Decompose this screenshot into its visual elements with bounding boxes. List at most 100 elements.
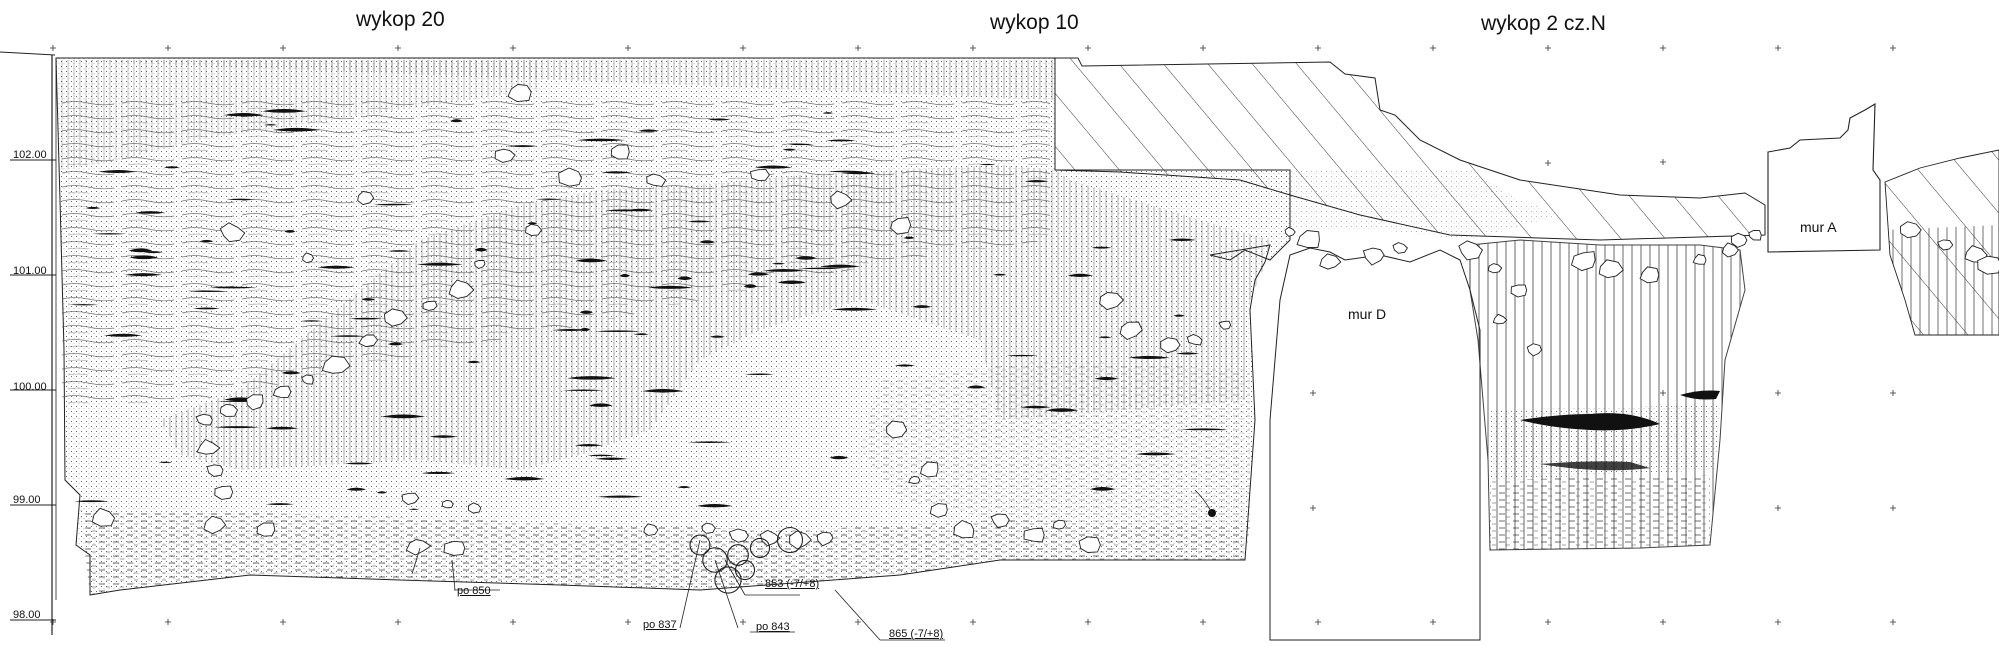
dark-lens: [589, 403, 613, 408]
stones: [91, 84, 1999, 594]
grid-cross: [50, 45, 56, 51]
dark-lens: [408, 508, 420, 510]
dark-lens: [619, 273, 631, 278]
stone: [1392, 242, 1408, 254]
stone: [1570, 251, 1596, 272]
stone: [1721, 242, 1739, 258]
stone: [830, 190, 853, 210]
dark-lens: [527, 222, 538, 225]
stone: [443, 540, 466, 556]
dark-lens: [1168, 238, 1196, 242]
dark-lens: [129, 255, 159, 260]
stone: [422, 300, 438, 311]
elevation-label: 100.00: [13, 381, 47, 393]
dark-lens: [361, 298, 376, 301]
grid-cross: [1890, 45, 1896, 51]
stone: [1023, 527, 1045, 543]
stone: [646, 173, 667, 187]
dark-lens: [284, 229, 296, 233]
sherd-circle: [714, 566, 742, 594]
stone: [1899, 221, 1922, 239]
stone: [383, 308, 408, 327]
dark-lens: [787, 143, 814, 146]
dark-lens: [696, 503, 733, 508]
dark-lens: [777, 280, 806, 285]
dark-lens: [450, 119, 463, 123]
stone: [990, 513, 1010, 528]
sherd-circle: [689, 534, 711, 556]
dark-lens: [262, 108, 306, 113]
stone: [816, 531, 834, 547]
grid-cross: [510, 619, 516, 625]
stone: [405, 539, 432, 556]
dark-lens: [124, 273, 163, 277]
dark-lens: [380, 414, 426, 419]
stone: [219, 222, 246, 243]
dark-lens: [771, 262, 786, 265]
stone: [789, 530, 812, 550]
grid-cross: [1085, 619, 1091, 625]
dark-lens: [687, 220, 712, 223]
grid-cross: [740, 619, 746, 625]
dark-lens: [574, 443, 603, 447]
stone: [448, 279, 475, 299]
dark-lens: [1091, 246, 1112, 249]
grid-cross: [1890, 619, 1896, 625]
grid-cross: [1775, 619, 1781, 625]
dark-lens: [642, 388, 684, 393]
grid-cross: [1660, 619, 1666, 625]
stone: [1748, 230, 1762, 241]
dark-lens: [300, 320, 323, 322]
dark-lens: [504, 476, 545, 481]
dark-lens: [265, 426, 299, 430]
dark-lens: [602, 171, 632, 174]
dark-lenses: [70, 108, 1229, 510]
dark-lens: [579, 327, 591, 332]
sherd-circle: [749, 537, 771, 559]
dark-lens: [349, 317, 382, 320]
stone: [203, 515, 227, 535]
stone: [272, 385, 292, 399]
stone: [643, 523, 659, 536]
grid-cross: [1315, 619, 1321, 625]
label-mur-d: mur D: [1348, 306, 1387, 322]
stone: [301, 374, 314, 385]
dark-lens: [829, 455, 849, 460]
stone: [929, 503, 948, 518]
stone: [1362, 247, 1385, 266]
dark-lens: [744, 373, 775, 375]
dark-lens: [687, 441, 732, 443]
dark-lens: [743, 284, 758, 289]
stone: [321, 355, 351, 374]
dark-lens: [1089, 487, 1116, 491]
label-po-850: po 850: [457, 585, 491, 597]
stone: [1639, 266, 1660, 284]
grid-cross: [1775, 390, 1781, 396]
dark-lens: [92, 233, 127, 235]
dark-lens: [429, 435, 458, 438]
dark-lens: [563, 389, 604, 391]
stone: [1119, 321, 1143, 341]
dark-lens: [754, 165, 793, 169]
small-find: [1194, 489, 1216, 517]
dark-lens: [98, 169, 137, 174]
dark-lens: [1006, 354, 1039, 357]
dark-lens: [747, 272, 770, 276]
grid-cross: [1315, 45, 1321, 51]
grid-cross: [1200, 619, 1206, 625]
stone: [1492, 313, 1508, 325]
grid-cross: [1890, 390, 1896, 396]
dark-lens: [265, 503, 294, 506]
dark-lens: [647, 285, 693, 289]
grid-cross: [165, 619, 171, 625]
stone: [610, 144, 630, 160]
grid-cross: [625, 45, 631, 51]
dark-lens: [158, 461, 173, 464]
stone: [302, 252, 315, 264]
stone: [1458, 240, 1483, 261]
stone: [1977, 255, 1999, 275]
sherd-circle: [734, 559, 756, 581]
stone: [701, 522, 716, 534]
dark-lens: [85, 206, 101, 210]
